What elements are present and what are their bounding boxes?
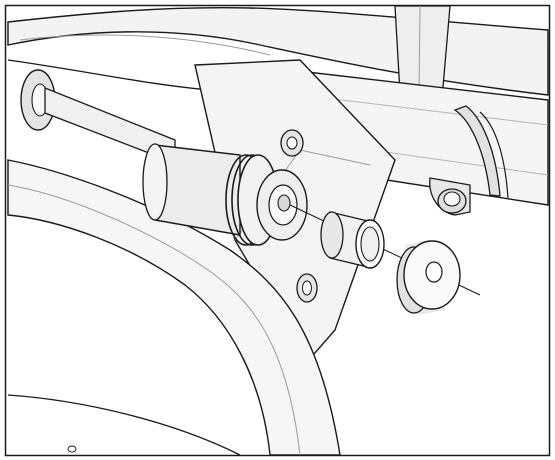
shaft-sleeve (142, 143, 241, 236)
frame-bolt-hole (280, 129, 304, 157)
frame-bolt-hole (296, 273, 318, 303)
washer (396, 240, 461, 315)
bushing (320, 211, 385, 269)
shaft-hub (256, 169, 308, 241)
clamp-bolt (437, 188, 467, 214)
pivot-shaft (20, 69, 176, 164)
